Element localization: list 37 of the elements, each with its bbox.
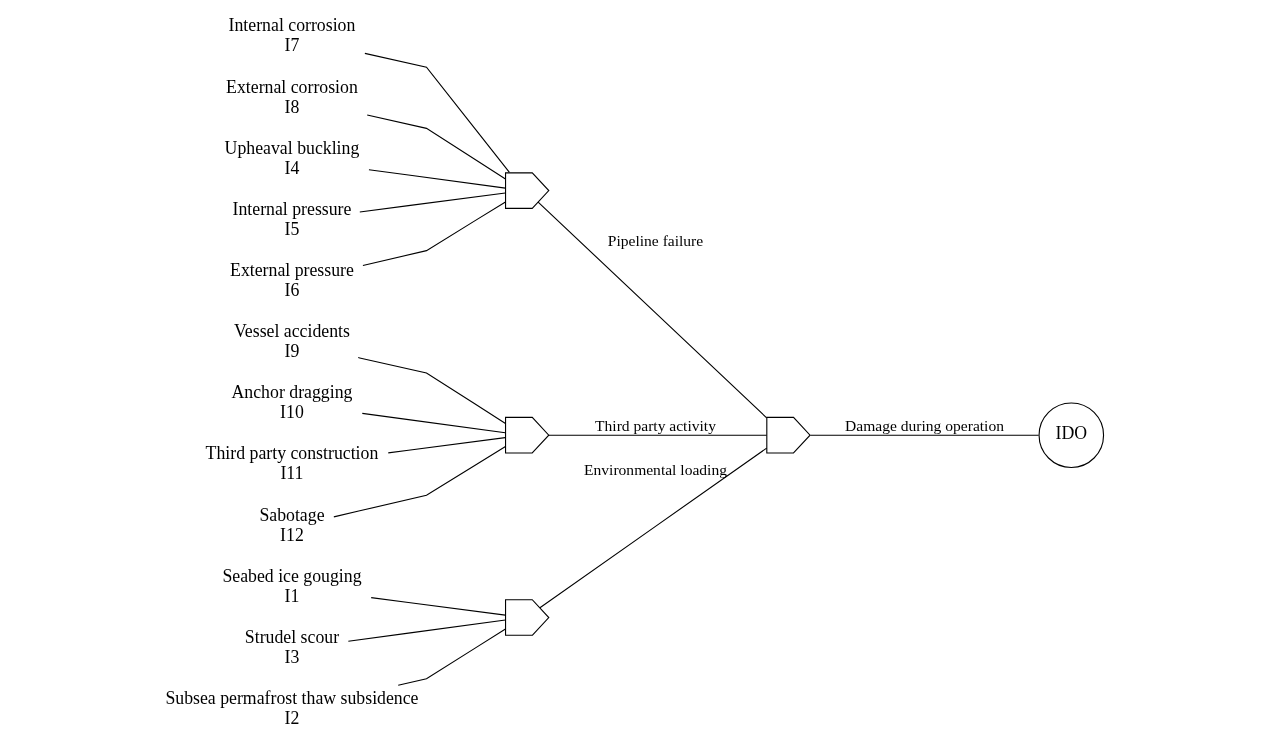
- connector: [809, 434, 1040, 436]
- connector: [333, 445, 507, 518]
- connector: [361, 412, 506, 434]
- connector: [387, 437, 506, 454]
- connector: [539, 447, 768, 609]
- node-text: Seabed ice gouging I1: [222, 565, 362, 606]
- edge-label: Environmental loading: [584, 461, 727, 479]
- node-text: Third party construction I11: [205, 443, 379, 484]
- node-gate: [505, 416, 550, 454]
- connector: [357, 357, 507, 425]
- node-text: External pressure I6: [230, 260, 354, 301]
- connector: [359, 192, 506, 213]
- node-text: Vessel accidents I9: [234, 321, 350, 362]
- connector: [347, 619, 506, 642]
- node-text: Subsea permafrost thaw subsidence I2: [165, 688, 419, 729]
- node-text: Internal pressure I5: [232, 198, 352, 239]
- node-text: Upheaval buckling I4: [224, 137, 360, 178]
- node-text: Internal corrosion I7: [228, 15, 356, 56]
- node-gate: [766, 416, 811, 454]
- edge-label: Third party activity: [595, 416, 716, 434]
- connector: [548, 434, 768, 436]
- node-gate: [505, 172, 550, 209]
- node-circle: IDO: [1038, 402, 1105, 468]
- edge-label: Pipeline failure: [607, 232, 704, 250]
- connector: [366, 114, 507, 180]
- connector: [397, 628, 507, 686]
- node-text: External corrosion I8: [226, 76, 358, 117]
- connector: [364, 52, 510, 173]
- node-text: Sabotage I12: [259, 504, 325, 545]
- node-text: Anchor dragging I10: [231, 382, 353, 423]
- connector: [537, 201, 768, 419]
- connector: [370, 597, 506, 616]
- connector: [368, 169, 506, 189]
- connector: [362, 201, 507, 267]
- node-gate: [505, 599, 550, 636]
- edge-label: Damage during operation: [845, 416, 1004, 434]
- node-text: Strudel scour I3: [244, 626, 340, 667]
